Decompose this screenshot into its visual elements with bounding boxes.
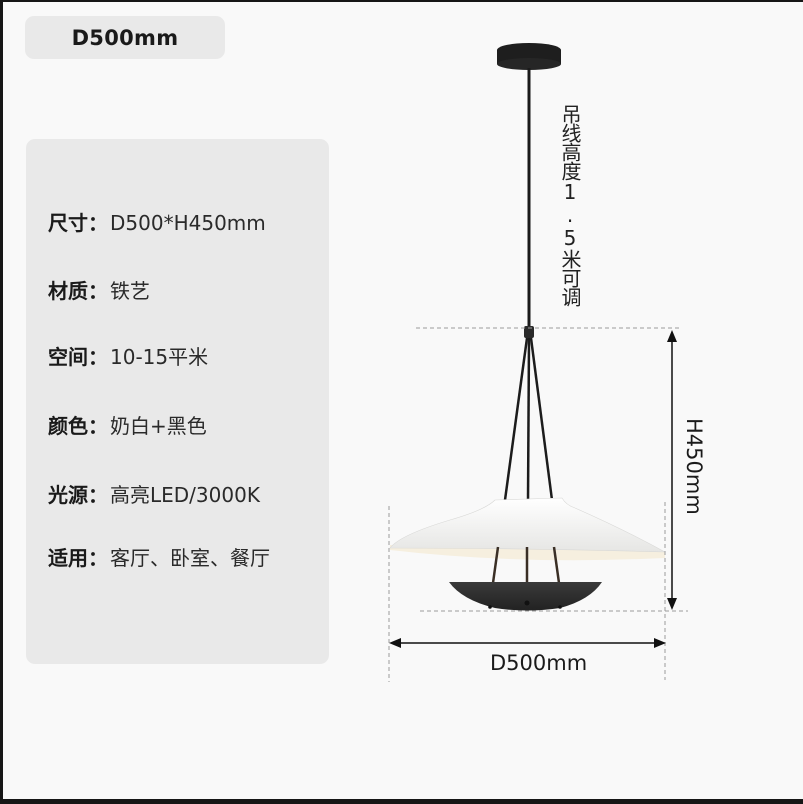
spec-label: 空间： xyxy=(48,345,108,369)
lamp-shade xyxy=(389,497,666,553)
spec-row-usage: 适用： 客厅、卧室、餐厅 xyxy=(48,542,270,571)
diameter-label: D500mm xyxy=(490,651,588,675)
spec-row-material: 材质： 铁艺 xyxy=(48,275,150,304)
spec-value: 10-15平米 xyxy=(110,345,209,369)
spec-row-light-source: 光源： 高亮LED/3000K xyxy=(48,479,260,508)
spec-label: 光源： xyxy=(48,483,108,507)
spec-value: 铁艺 xyxy=(110,279,150,303)
spec-row-size: 尺寸： D500*H450mm xyxy=(48,207,266,236)
support-rods xyxy=(503,337,554,501)
diameter-arrow-icon xyxy=(389,638,666,648)
cord-length-note: 吊线高度1.5米可调 xyxy=(558,104,582,306)
frame-border-bottom xyxy=(0,799,803,804)
height-arrow-icon xyxy=(667,330,677,610)
height-label: H450mm xyxy=(682,418,706,515)
frame-border-top xyxy=(0,0,803,2)
lower-rods xyxy=(491,546,561,584)
spec-panel: 尺寸： D500*H450mm 材质： 铁艺 空间： 10-15平米 颜色： 奶… xyxy=(26,139,329,664)
spec-value: 客厅、卧室、餐厅 xyxy=(110,546,270,570)
lamp-diffuser-dish xyxy=(449,582,602,611)
spec-row-space: 空间： 10-15平米 xyxy=(48,341,208,370)
size-badge: D500mm xyxy=(25,16,225,59)
spec-value: D500*H450mm xyxy=(110,211,266,235)
spec-row-color: 颜色： 奶白+黑色 xyxy=(48,410,207,439)
spec-label: 材质： xyxy=(48,279,108,303)
spec-value: 高亮LED/3000K xyxy=(110,483,260,507)
spec-label: 适用： xyxy=(48,546,108,570)
spec-label: 尺寸： xyxy=(48,211,108,235)
spec-value: 奶白+黑色 xyxy=(110,414,207,438)
size-badge-label: D500mm xyxy=(71,25,179,50)
frame-border-left xyxy=(0,0,3,804)
spec-label: 颜色： xyxy=(48,414,108,438)
cord-connector xyxy=(524,326,534,338)
dimension-guides xyxy=(388,327,688,682)
ceiling-canopy-icon xyxy=(497,43,561,70)
